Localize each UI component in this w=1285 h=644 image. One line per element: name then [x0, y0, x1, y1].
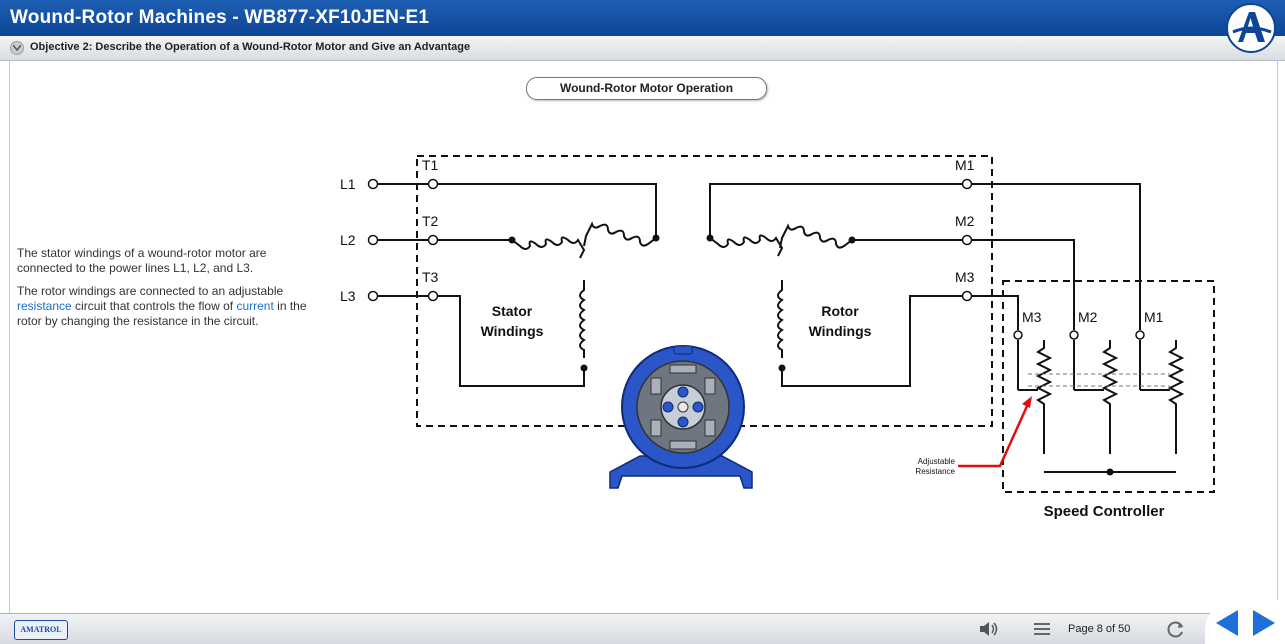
line-label-l2: L2: [340, 232, 356, 248]
page-indicator: Page 8 of 50: [1068, 623, 1131, 635]
page-heading: Wound-Rotor Motor Operation: [526, 77, 767, 100]
line-label-l3: L3: [340, 288, 356, 304]
refresh-icon[interactable]: [1166, 619, 1186, 639]
next-arrow-icon[interactable]: [1249, 608, 1277, 638]
speed-controller-box: [1002, 280, 1215, 493]
terminal-t3: T3: [422, 269, 439, 285]
paragraph-stator: The stator windings of a wound-rotor mot…: [17, 246, 267, 275]
motor-icon: [609, 345, 753, 489]
window-title: Wound-Rotor Machines - WB877-XF10JEN-E1: [10, 7, 430, 28]
adjustable-label-1: Adjustable: [918, 457, 956, 466]
callout-line: [958, 403, 1030, 468]
body-text: The stator windings of a wound-rotor mot…: [17, 246, 317, 337]
rotor-label-1: Rotor: [821, 303, 859, 319]
paragraph-rotor-mid: circuit that controls the flow of: [71, 299, 237, 313]
objective-bar[interactable]: Objective 2: Describe the Operation of a…: [0, 36, 1285, 61]
paragraph-rotor: The rotor windings are connected to an a…: [17, 284, 317, 329]
adjustable-label-2: Resistance: [915, 467, 955, 476]
controller-terminal-m1: M1: [1144, 309, 1164, 325]
speaker-icon[interactable]: [978, 621, 1000, 637]
terminal-t1: T1: [422, 157, 439, 173]
amatrol-logo-icon: [1226, 3, 1276, 53]
terminal-m3: M3: [955, 269, 975, 285]
prev-arrow-icon[interactable]: [1214, 608, 1242, 638]
paragraph-rotor-pre: The rotor windings are connected to an a…: [17, 284, 284, 298]
content-panel: [9, 61, 1278, 613]
title-bar: Wound-Rotor Machines - WB877-XF10JEN-E1: [0, 0, 1285, 36]
current-link[interactable]: current: [236, 299, 274, 313]
amatrol-brand[interactable]: AMATROL: [14, 620, 68, 640]
controller-terminal-m3: M3: [1022, 309, 1042, 325]
stator-label-2: Windings: [481, 323, 544, 339]
line-label-l1: L1: [340, 176, 356, 192]
footer-bar: AMATROL Page 8 of 50: [0, 600, 1285, 644]
rotor-label-2: Windings: [809, 323, 872, 339]
chevron-down-icon[interactable]: [10, 41, 24, 55]
terminal-t2: T2: [422, 213, 439, 229]
terminal-m1: M1: [955, 157, 975, 173]
stator-label-1: Stator: [492, 303, 533, 319]
terminal-m2: M2: [955, 213, 975, 229]
resistance-link[interactable]: resistance: [17, 299, 72, 313]
controller-terminal-m2: M2: [1078, 309, 1098, 325]
speed-controller-label: Speed Controller: [1044, 503, 1165, 520]
menu-icon[interactable]: [1034, 623, 1050, 636]
objective-text: Objective 2: Describe the Operation of a…: [30, 41, 471, 53]
paragraph-rotor-post: in the rotor by changing the resistance …: [17, 299, 307, 328]
callout-arrow-icon: [1022, 396, 1032, 408]
